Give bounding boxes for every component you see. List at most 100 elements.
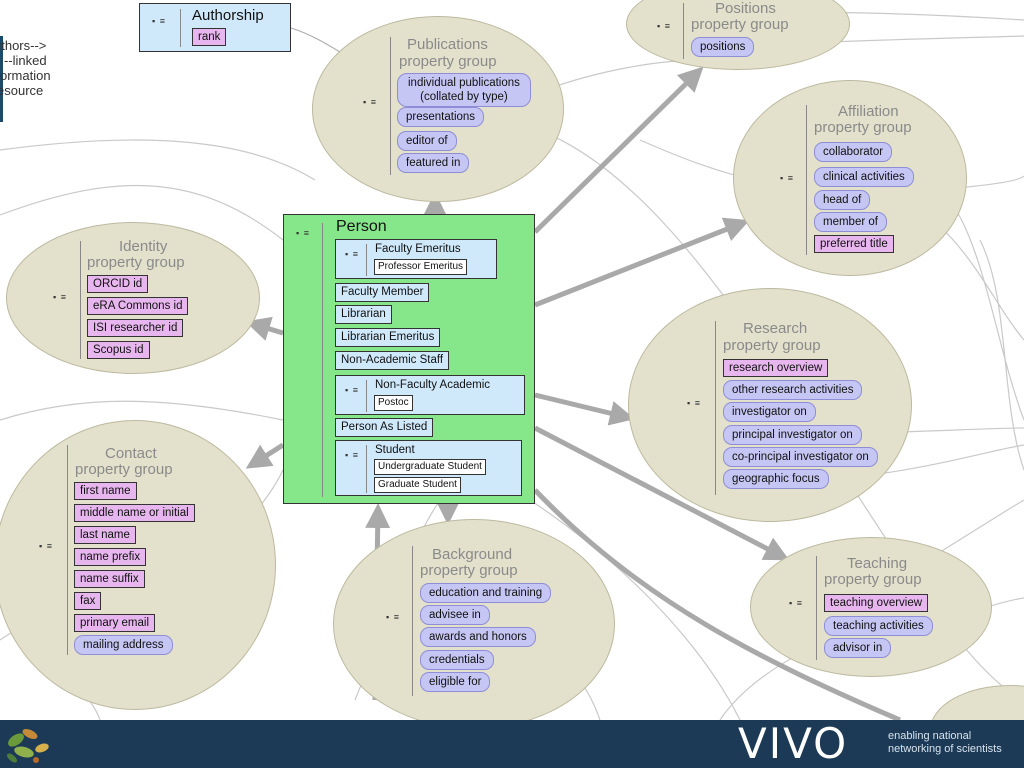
- item-line: individual publications: [408, 77, 520, 89]
- research-item-co-principal[interactable]: co-principal investigator on: [723, 447, 878, 467]
- background-item-eligible[interactable]: eligible for: [420, 672, 491, 692]
- background-item-advisee[interactable]: advisee in: [420, 605, 490, 625]
- research-item-overview[interactable]: research overview: [723, 359, 829, 377]
- teaching-title: Teaching: [847, 555, 908, 572]
- contact-item-mailing[interactable]: mailing address: [74, 635, 173, 655]
- affiliation-item-preferred-title[interactable]: preferred title: [814, 235, 894, 253]
- publications-subtitle: property group: [399, 53, 497, 70]
- drag-handle-icon[interactable]: ▪ ≡: [780, 173, 794, 183]
- faculty-emeritus-label: Faculty Emeritus: [375, 243, 461, 255]
- divider: [80, 241, 81, 359]
- contact-group: Contact property group ▪ ≡ first name mi…: [0, 420, 276, 710]
- affiliation-title: Affiliation: [838, 103, 899, 120]
- affiliation-item-collaborator[interactable]: collaborator: [814, 142, 893, 162]
- positions-group: Positions property group ▪ ≡ positions: [626, 0, 850, 70]
- background-group: Background property group ▪ ≡ education …: [333, 519, 615, 720]
- contact-item-fax[interactable]: fax: [74, 592, 102, 610]
- side-note-line: esource: [0, 83, 44, 98]
- tagline-line: enabling national: [888, 730, 972, 742]
- drag-handle-icon[interactable]: ▪ ≡: [345, 249, 359, 259]
- divider: [715, 321, 716, 495]
- identity-subtitle: property group: [87, 254, 185, 271]
- person-as-listed-box[interactable]: Person As Listed: [335, 418, 434, 437]
- publications-item-individual[interactable]: individual publications (collated by typ…: [397, 73, 531, 107]
- contact-item-middle-name[interactable]: middle name or initial: [74, 504, 195, 522]
- positions-item[interactable]: positions: [691, 37, 755, 57]
- drag-handle-icon[interactable]: ▪ ≡: [345, 450, 359, 460]
- faculty-member-box[interactable]: Faculty Member: [335, 283, 430, 302]
- identity-item-orcid[interactable]: ORCID id: [87, 275, 149, 293]
- graduate-student-box[interactable]: Graduate Student: [374, 477, 461, 493]
- drag-handle-icon[interactable]: ▪ ≡: [152, 16, 166, 26]
- drag-handle-icon[interactable]: ▪ ≡: [657, 21, 671, 31]
- librarian-box[interactable]: Librarian: [335, 305, 392, 324]
- non-faculty-academic-box[interactable]: ▪ ≡ Non-Faculty Academic Postoc: [335, 375, 525, 415]
- contact-item-first-name[interactable]: first name: [74, 482, 137, 500]
- affiliation-item-member-of[interactable]: member of: [814, 212, 887, 232]
- drag-handle-icon[interactable]: ▪ ≡: [345, 385, 359, 395]
- footer-banner: [0, 720, 1024, 768]
- divider: [816, 556, 817, 660]
- drag-handle-icon[interactable]: ▪ ≡: [386, 612, 400, 622]
- identity-item-isi[interactable]: ISI researcher id: [87, 319, 184, 337]
- divider: [412, 546, 413, 696]
- background-item-credentials[interactable]: credentials: [420, 650, 494, 670]
- librarian-emeritus-box[interactable]: Librarian Emeritus: [335, 328, 441, 347]
- teaching-group: Teaching property group ▪ ≡ teaching ove…: [750, 537, 992, 677]
- faculty-emeritus-box[interactable]: ▪ ≡ Faculty Emeritus Professor Emeritus: [335, 239, 497, 279]
- drag-handle-icon[interactable]: ▪ ≡: [687, 398, 701, 408]
- non-academic-staff-box[interactable]: Non-Academic Staff: [335, 351, 450, 370]
- teaching-item-activities[interactable]: teaching activities: [824, 616, 933, 636]
- teaching-item-advisor[interactable]: advisor in: [824, 638, 892, 658]
- drag-handle-icon[interactable]: ▪ ≡: [53, 292, 67, 302]
- background-item-awards[interactable]: awards and honors: [420, 627, 536, 647]
- background-item-education[interactable]: education and training: [420, 583, 552, 603]
- drag-handle-icon[interactable]: ▪ ≡: [789, 598, 803, 608]
- identity-group: Identity property group ▪ ≡ ORCID id eRA…: [6, 222, 260, 374]
- positions-subtitle: property group: [691, 16, 789, 33]
- divider: [390, 37, 391, 175]
- contact-item-suffix[interactable]: name suffix: [74, 570, 145, 588]
- divider: [366, 244, 367, 276]
- edge-bar: [0, 36, 3, 122]
- professor-emeritus-box[interactable]: Professor Emeritus: [374, 259, 468, 275]
- identity-item-scopus[interactable]: Scopus id: [87, 341, 150, 359]
- vivo-tagline: enabling national networking of scientis…: [888, 730, 1002, 756]
- research-group: Research property group ▪ ≡ research ove…: [628, 288, 912, 522]
- postoc-box[interactable]: Postoc: [374, 395, 413, 411]
- research-item-other[interactable]: other research activities: [723, 380, 863, 400]
- publications-item-presentations[interactable]: presentations: [397, 107, 485, 127]
- teaching-subtitle: property group: [824, 571, 922, 588]
- affiliation-subtitle: property group: [814, 119, 912, 136]
- publications-item-editor[interactable]: editor of: [397, 131, 457, 151]
- undergraduate-student-box[interactable]: Undergraduate Student: [374, 459, 486, 475]
- person-class-box[interactable]: ▪ ≡ Person ▪ ≡ Faculty Emeritus Professo…: [283, 214, 535, 504]
- research-subtitle: property group: [723, 337, 821, 354]
- authorship-rank[interactable]: rank: [192, 28, 227, 46]
- authorship-class-box[interactable]: ▪ ≡ Authorship rank: [139, 3, 291, 52]
- research-item-investigator[interactable]: investigator on: [723, 402, 816, 422]
- background-subtitle: property group: [420, 562, 518, 579]
- contact-item-last-name[interactable]: last name: [74, 526, 136, 544]
- affiliation-group: Affiliation property group ▪ ≡ collabora…: [733, 80, 967, 276]
- item-line: (collated by type): [420, 91, 508, 103]
- research-item-geographic[interactable]: geographic focus: [723, 469, 829, 489]
- contact-item-prefix[interactable]: name prefix: [74, 548, 147, 566]
- drag-handle-icon[interactable]: ▪ ≡: [296, 228, 310, 238]
- side-note-line: --linked: [4, 53, 47, 68]
- affiliation-item-head-of[interactable]: head of: [814, 190, 871, 210]
- identity-item-era[interactable]: eRA Commons id: [87, 297, 189, 315]
- divider: [180, 9, 181, 47]
- contact-item-email[interactable]: primary email: [74, 614, 156, 632]
- research-title: Research: [743, 320, 808, 337]
- drag-handle-icon[interactable]: ▪ ≡: [363, 97, 377, 107]
- divider: [322, 223, 323, 497]
- vivo-logo: VIVO: [738, 719, 849, 768]
- drag-handle-icon[interactable]: ▪ ≡: [39, 541, 53, 551]
- research-item-principal[interactable]: principal investigator on: [723, 425, 862, 445]
- teaching-item-overview[interactable]: teaching overview: [824, 594, 929, 612]
- affiliation-item-clinical[interactable]: clinical activities: [814, 167, 914, 187]
- student-box[interactable]: ▪ ≡ Student Undergraduate Student Gradua…: [335, 440, 522, 496]
- publications-item-featured[interactable]: featured in: [397, 153, 470, 173]
- side-note: uthors--> --linked ormation esource: [0, 38, 80, 98]
